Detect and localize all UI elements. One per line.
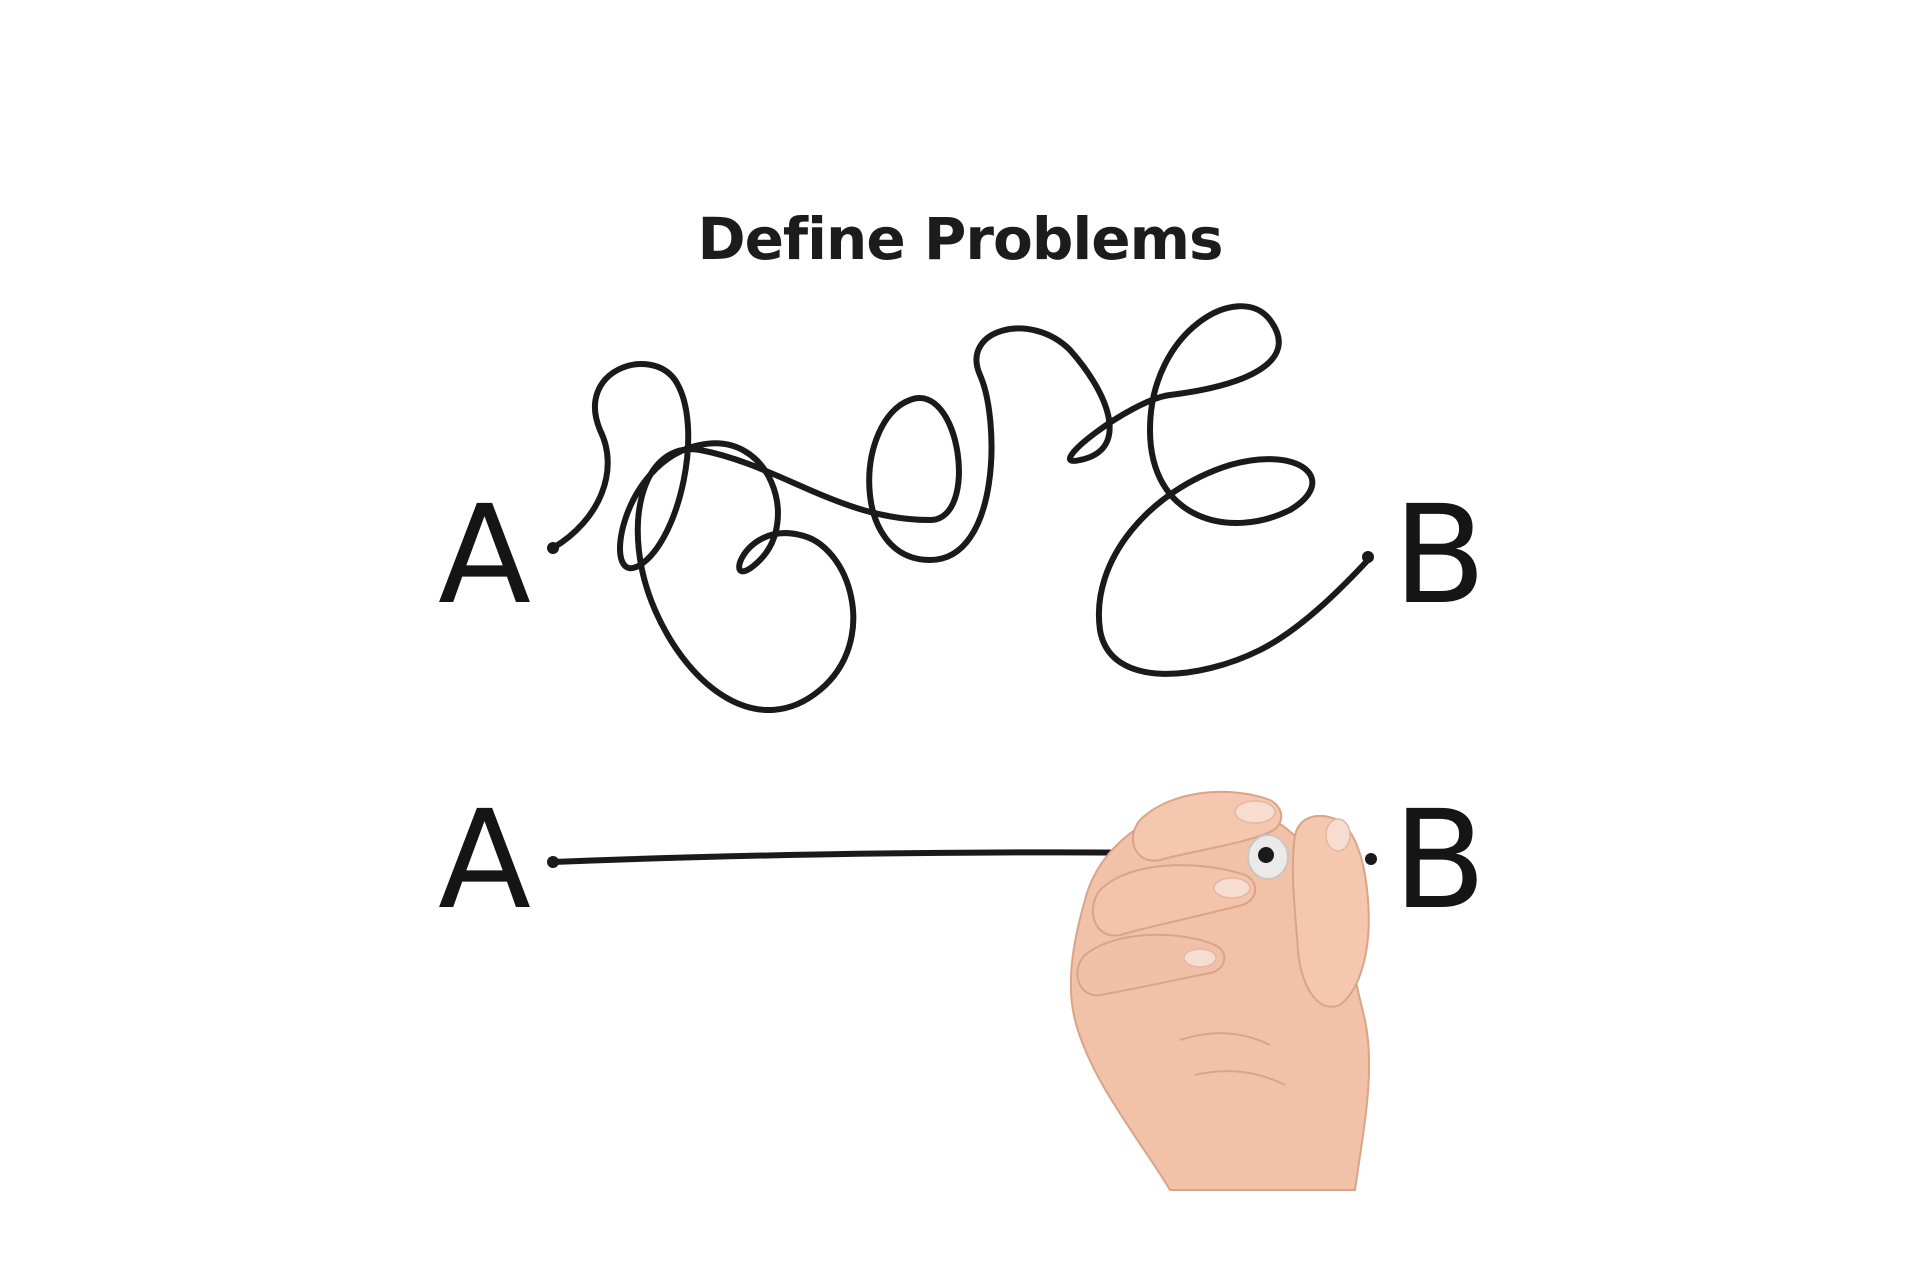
top-end-label: B	[1393, 477, 1487, 635]
bottom-start-label: A	[438, 782, 532, 940]
hand-middle-finger	[1091, 864, 1257, 937]
knuckle-crease	[1194, 1070, 1286, 1086]
marker-nib	[1258, 847, 1274, 863]
page-title: Define Problems	[697, 205, 1223, 273]
ring-fingernail	[1183, 948, 1217, 968]
bottom-end-label: B	[1393, 782, 1487, 940]
knuckle-crease	[1179, 1032, 1271, 1046]
index-fingernail	[1234, 800, 1276, 824]
hand-illustration	[1069, 790, 1371, 1191]
top-end-dot	[1362, 551, 1374, 563]
top-start-dot	[547, 542, 559, 554]
tangled-path	[550, 303, 1371, 713]
hand-ring-finger	[1076, 933, 1226, 997]
bottom-end-dot	[1365, 853, 1377, 865]
middle-fingernail	[1213, 877, 1251, 899]
top-start-label: A	[438, 477, 532, 635]
thumb-fingernail	[1325, 818, 1351, 852]
bottom-start-dot	[547, 856, 559, 868]
